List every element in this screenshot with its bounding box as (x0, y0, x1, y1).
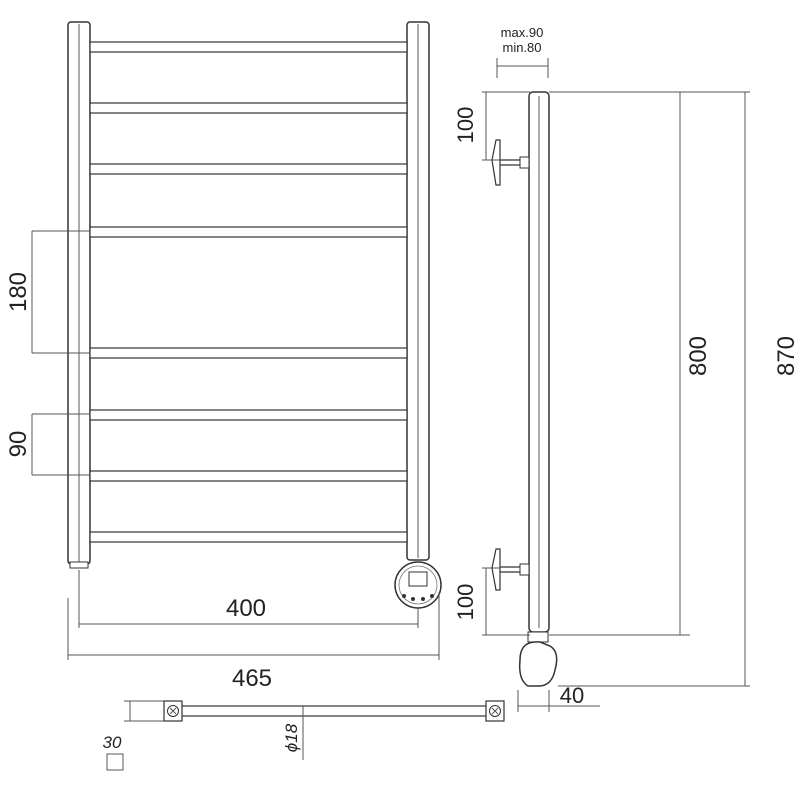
dimension-180: 180 (5, 230, 90, 354)
bar-2 (89, 102, 408, 114)
label-870: 870 (773, 336, 800, 376)
label-100-top: 100 (453, 107, 478, 144)
left-leg-cap (69, 561, 89, 569)
bottom-wall-bracket (491, 548, 530, 591)
label-30: 30 (103, 733, 122, 752)
label-90: 90 (5, 431, 32, 458)
bar-4 (89, 226, 408, 238)
bar-5 (89, 347, 408, 359)
top-bar (171, 705, 497, 717)
label-diameter-18: ϕ18 (282, 723, 301, 752)
bar-1 (89, 41, 408, 53)
side-view: max.90 min.80 100 (453, 25, 800, 712)
controller-unit (394, 561, 442, 609)
label-800: 800 (685, 336, 712, 376)
dimension-90: 90 (5, 413, 90, 476)
bar-6 (89, 409, 408, 421)
front-view: 180 90 400 465 (5, 21, 442, 692)
square-profile-icon (106, 753, 124, 771)
label-min-80: min.80 (502, 40, 541, 55)
label-400: 400 (226, 595, 266, 622)
side-controller (518, 641, 558, 687)
top-wall-bracket (491, 139, 530, 186)
bar-7 (89, 470, 408, 482)
horizontal-bars (89, 41, 408, 543)
label-465: 465 (232, 665, 272, 692)
top-view: 30 ϕ18 (103, 700, 505, 771)
label-180: 180 (5, 272, 32, 312)
bar-8 (89, 531, 408, 543)
label-100-bottom: 100 (453, 584, 478, 621)
dimension-400: 400 (78, 570, 419, 628)
label-40: 40 (560, 683, 584, 708)
dimension-465: 465 (67, 592, 440, 692)
label-max-90: max.90 (501, 25, 544, 40)
bar-3 (89, 163, 408, 175)
controller-display (408, 571, 428, 587)
